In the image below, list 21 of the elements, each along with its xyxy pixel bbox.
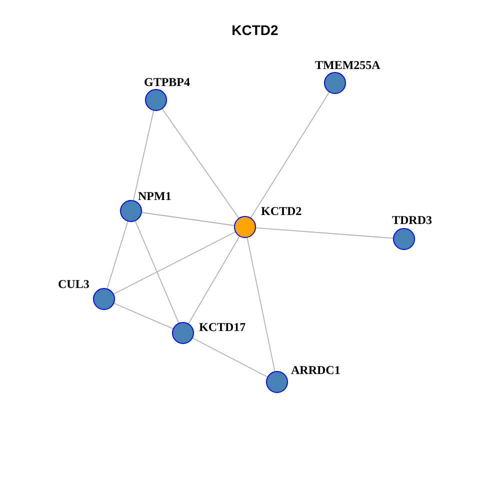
chart-title: KCTD2 <box>232 22 278 38</box>
node-label: KCTD17 <box>199 321 246 334</box>
node-label: ARRDC1 <box>291 364 340 377</box>
network-edge <box>256 227 394 239</box>
network-edge <box>192 338 268 378</box>
network-edge <box>113 232 236 294</box>
node-label: KCTD2 <box>261 205 302 218</box>
node-label: NPM1 <box>138 190 172 203</box>
network-edge <box>134 220 180 324</box>
network-edge <box>162 108 240 218</box>
network-edge <box>246 237 276 372</box>
network-edge <box>114 302 174 330</box>
network-edge <box>106 221 128 289</box>
node-label: TMEM255A <box>315 59 380 72</box>
network-edge <box>250 92 330 218</box>
node-label: GTPBP4 <box>144 76 190 89</box>
network-edge <box>141 212 235 226</box>
network-edge <box>188 236 240 324</box>
network-edge <box>132 110 154 201</box>
node-label: TDRD3 <box>392 214 432 227</box>
node-label: CUL3 <box>58 278 90 291</box>
